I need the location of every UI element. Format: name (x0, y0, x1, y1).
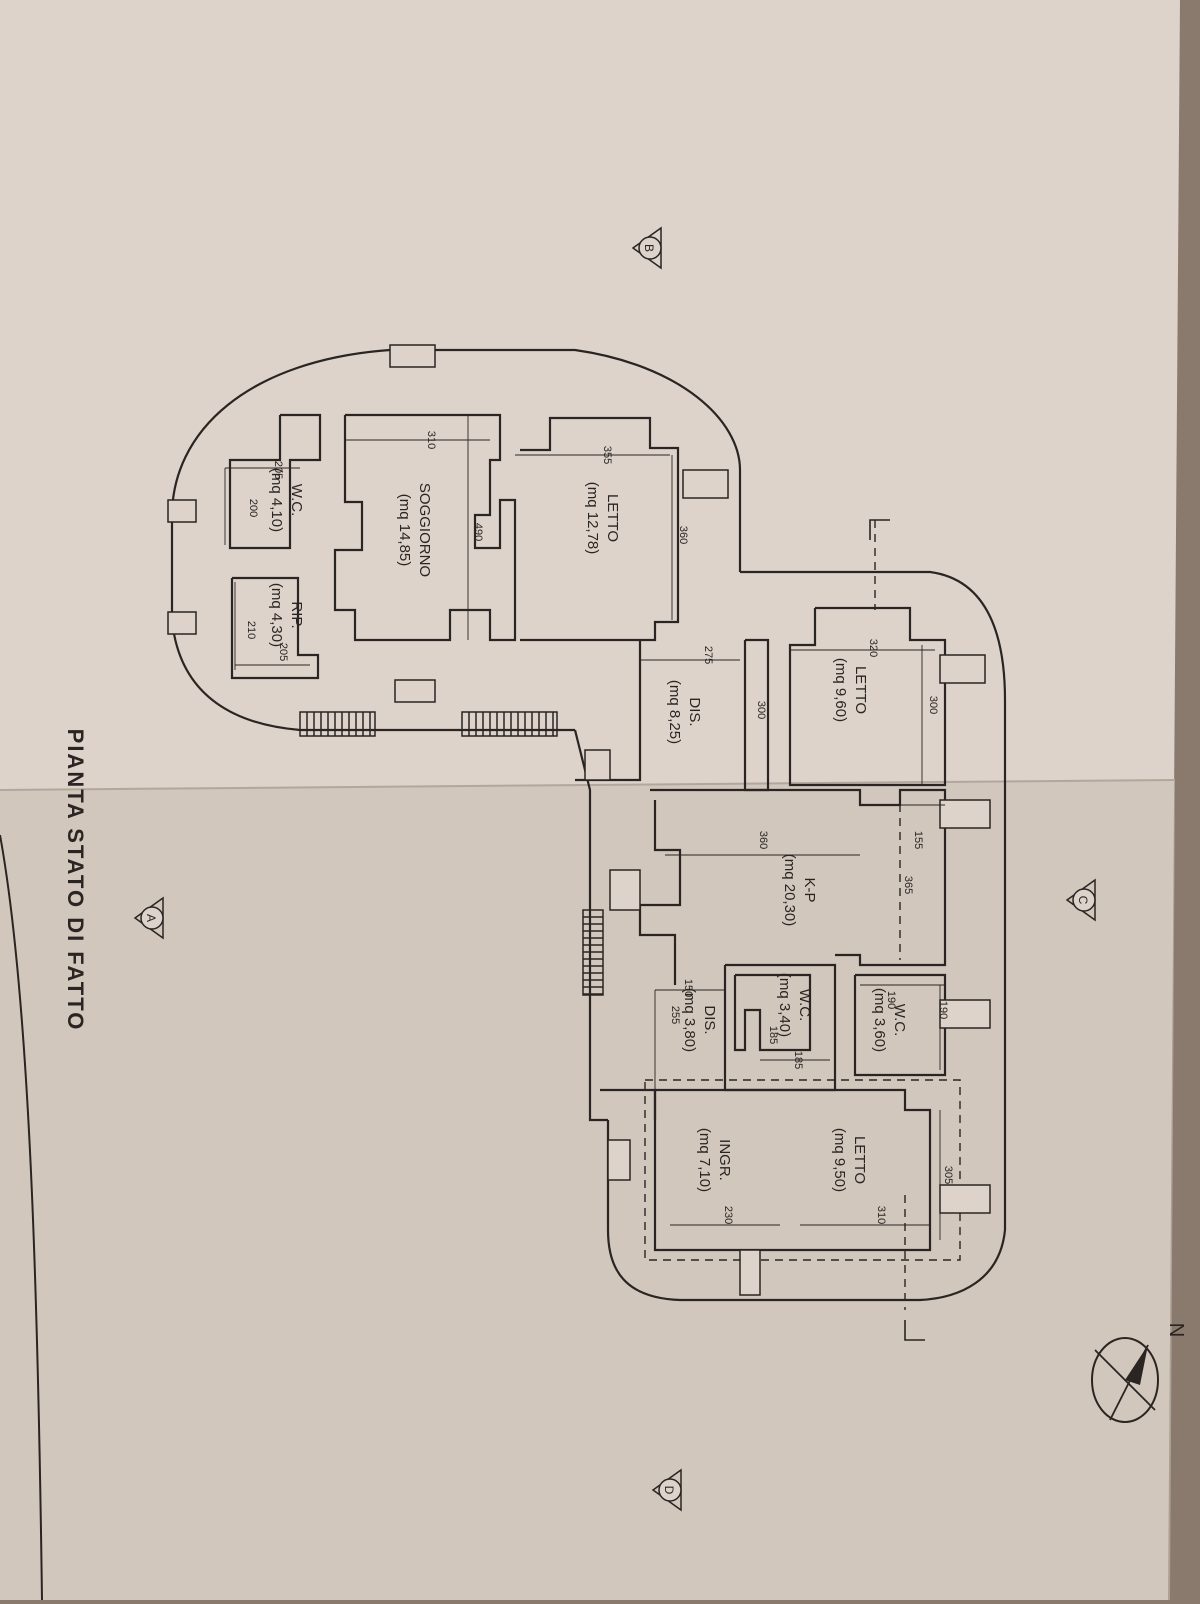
svg-text:D: D (662, 1486, 676, 1495)
svg-text:A: A (144, 914, 158, 922)
room-label: K-P (801, 877, 818, 902)
room-area: (mq 9,50) (831, 1128, 848, 1192)
dimension-label: 190 (885, 991, 897, 1009)
room-area: (mq 7,10) (696, 1128, 713, 1192)
dimension-label: 360 (757, 831, 769, 849)
dimension-label: 210 (245, 621, 257, 639)
room-label: DIS. (701, 1005, 718, 1034)
dimension-label: 305 (942, 1166, 954, 1184)
building-walls (170, 348, 1007, 1302)
dimension-label: 200 (247, 499, 259, 517)
room-label: RIP. (288, 601, 305, 628)
room-area: (mq 14,85) (396, 494, 413, 567)
windows (167, 344, 991, 1296)
svg-text:B: B (642, 244, 656, 252)
dimension-label: 490 (472, 523, 484, 541)
room-area: (mq 3,40) (776, 973, 793, 1037)
room-area: (mq 9,60) (832, 658, 849, 722)
room-label: LETTO (852, 666, 869, 714)
dimension-label: 320 (867, 639, 879, 657)
dimension-label: 275 (702, 646, 714, 664)
room-label: SOGGIORNO (416, 483, 433, 577)
north-arrow-icon: N (1091, 1323, 1187, 1423)
dimension-label: 155 (912, 831, 924, 849)
room-area: (mq 4,30) (268, 583, 285, 647)
room-label: INGR. (716, 1139, 733, 1181)
dimension-label: 255 (669, 1006, 681, 1024)
room-label: W.C. (288, 484, 305, 517)
room-label: DIS. (686, 697, 703, 726)
dimension-label: 185 (792, 1051, 804, 1069)
dimension-label: 185 (767, 1026, 779, 1044)
dimension-label: 310 (875, 1206, 887, 1224)
drawing-title: PIANTA STATO DI FATTO (63, 729, 88, 1032)
dimension-label: 205 (272, 461, 284, 479)
dimension-label: 150 (682, 979, 694, 997)
dimension-label: 300 (755, 701, 767, 719)
room-label: W.C. (891, 1004, 908, 1037)
dimension-label: 310 (425, 431, 437, 449)
room-area: (mq 8,25) (666, 680, 683, 744)
stairs (299, 711, 604, 996)
room-area: (mq 4,10) (268, 468, 285, 532)
section-marker-c: C (1065, 878, 1096, 922)
dimension-label: 365 (902, 876, 914, 894)
room-label: LETTO (604, 494, 621, 542)
svg-text:C: C (1076, 896, 1090, 905)
dimension-label: 360 (677, 526, 689, 544)
dimension-label: 300 (927, 696, 939, 714)
room-area: (mq 20,30) (781, 854, 798, 927)
section-marker-d: D (651, 1468, 682, 1512)
room-label: LETTO (851, 1136, 868, 1184)
svg-text:N: N (1165, 1323, 1187, 1337)
room-area: (mq 3,60) (871, 988, 888, 1052)
section-marker-a: A (133, 896, 164, 940)
room-area: (mq 12,78) (584, 482, 601, 555)
section-marker-b: B (631, 226, 662, 270)
dimension-label: 355 (601, 446, 613, 464)
dimension-label: 205 (277, 643, 289, 661)
dimension-label: 190 (937, 1001, 949, 1019)
room-label: W.C. (796, 989, 813, 1022)
dimension-label: 230 (722, 1206, 734, 1224)
room-area: (mq 3,80) (681, 988, 698, 1052)
